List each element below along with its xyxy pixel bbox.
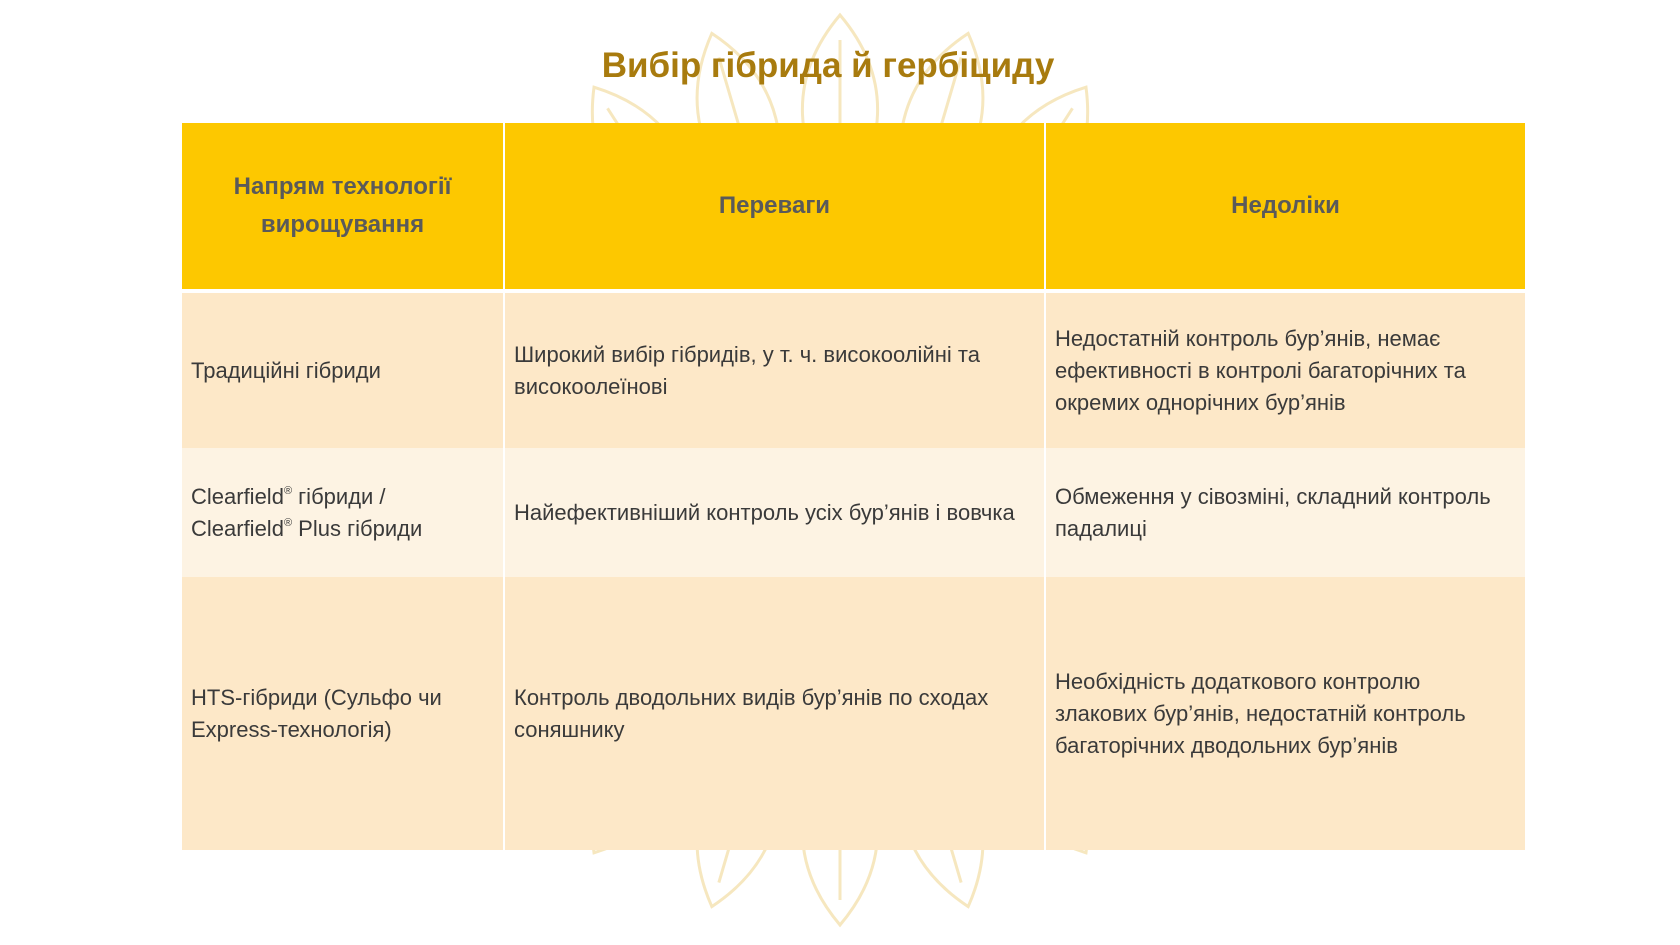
clearfield-text: Clearfield <box>191 515 284 541</box>
clearfield-text: Clearfield <box>191 483 284 509</box>
cell-direction: HTS-гібриди (Сульфо чи Express-технологі… <box>182 577 505 850</box>
table-row: Clearfield® гібриди / Clearfield® Plus г… <box>182 448 1525 577</box>
header-cons: Недоліки <box>1045 123 1525 293</box>
comparison-table: Напрям технології вирощування Переваги Н… <box>182 123 1525 850</box>
cell-pros: Найефективніший контроль усіх бур’янів і… <box>504 448 1046 577</box>
registered-mark: ® <box>283 516 293 529</box>
cell-pros: Контроль дводольних видів бур’янів по сх… <box>504 577 1046 850</box>
cell-cons: Обмеження у сівозміні, складний контроль… <box>1045 448 1525 577</box>
slide-title: Вибір гібрида й гербіциду <box>601 46 1055 85</box>
table-header-row: Напрям технології вирощування Переваги Н… <box>182 123 1525 293</box>
table-row: Традиційні гібриди Широкий вибір гібриді… <box>182 291 1525 448</box>
cell-direction: Традиційні гібриди <box>182 291 505 448</box>
cell-direction: Clearfield® гібриди / Clearfield® Plus г… <box>182 448 505 577</box>
direction-text: гібриди / <box>292 483 386 509</box>
cell-cons: Необхідність додаткового контролю злаков… <box>1045 577 1525 850</box>
direction-text: Plus гібриди <box>292 515 423 541</box>
cell-cons: Недостатній контроль бур’янів, немає ефе… <box>1045 291 1525 448</box>
header-direction: Напрям технології вирощування <box>182 123 505 293</box>
table-row: HTS-гібриди (Сульфо чи Express-технологі… <box>182 577 1525 850</box>
cell-pros: Широкий вибір гібридів, у т. ч. високоол… <box>504 291 1046 448</box>
registered-mark: ® <box>283 484 293 497</box>
header-pros: Переваги <box>504 123 1046 293</box>
